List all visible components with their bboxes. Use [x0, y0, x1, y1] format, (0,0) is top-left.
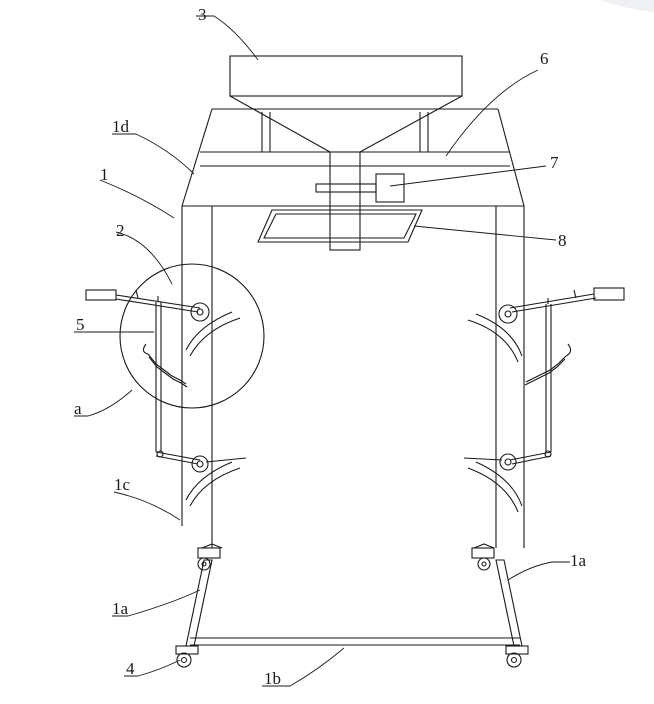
label-6: 6 [540, 49, 549, 68]
label-7: 7 [550, 153, 559, 172]
label-1c: 1c [114, 475, 131, 494]
label-1b: 1b [264, 669, 281, 688]
label-1: 1 [100, 165, 109, 184]
hopper [229, 55, 463, 153]
label-1a-left: 1a [112, 599, 129, 618]
label-1d: 1d [112, 117, 130, 136]
main-frame [181, 206, 525, 646]
top-housing [181, 108, 525, 251]
label-2: 2 [116, 221, 125, 240]
label-5: 5 [76, 315, 85, 334]
legs [185, 559, 523, 647]
label-8: 8 [558, 231, 567, 250]
corner-tint [600, 0, 654, 12]
label-3: 3 [198, 5, 207, 24]
label-1a-right: 1a [570, 551, 587, 570]
right-clamp-mechanism [463, 287, 625, 513]
label-a: a [74, 399, 82, 418]
left-clamp-mechanism [85, 263, 265, 507]
leader-lines [74, 15, 570, 687]
casters [175, 543, 529, 668]
label-4: 4 [126, 659, 135, 678]
